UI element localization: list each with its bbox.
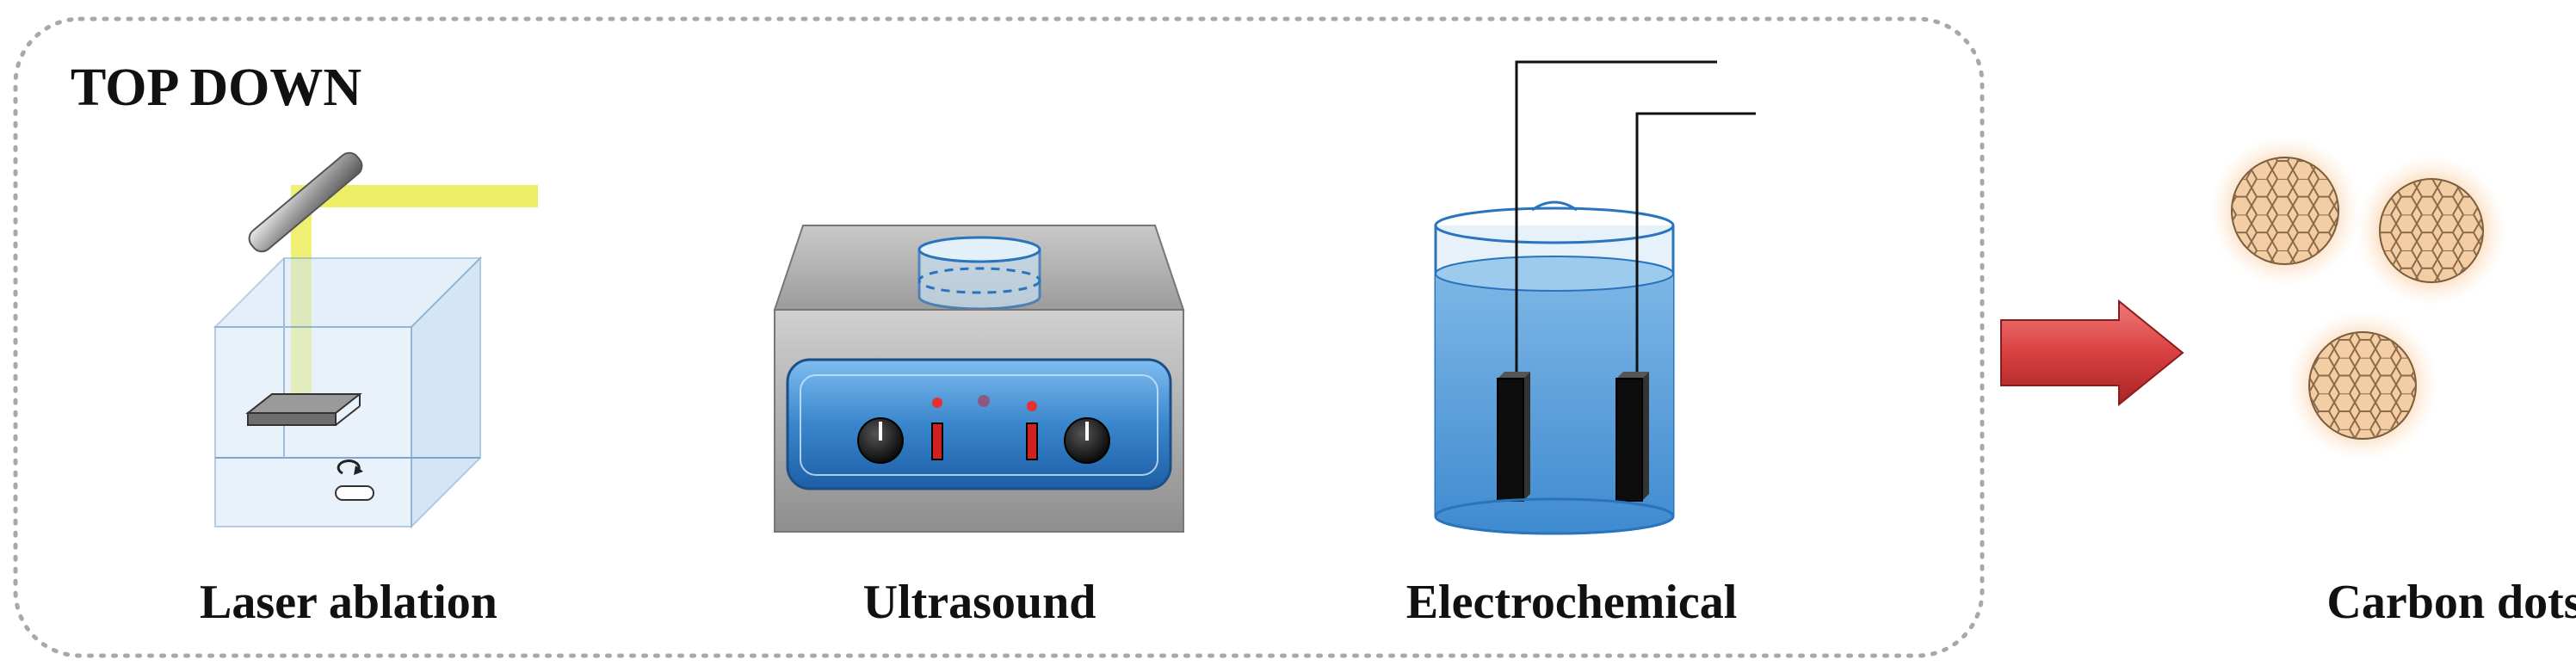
- result-label-carbon-dots: Carbon dots: [2326, 576, 2576, 629]
- method-label-electrochemical: Electrochemical: [1406, 576, 1738, 629]
- top-down-frame: [13, 16, 1985, 658]
- ultrasound-bath-icon: [773, 225, 1185, 533]
- electrochemical-cell-icon: [1434, 60, 1756, 535]
- arrow-icon: [2000, 299, 2184, 407]
- method-label-laser-ablation: Laser ablation: [200, 576, 497, 629]
- carbon-dots-icon: [2209, 135, 2507, 461]
- laser-ablation-icon: [213, 151, 538, 529]
- section-title: TOP DOWN: [71, 59, 361, 117]
- method-label-ultrasound: Ultrasound: [863, 576, 1096, 629]
